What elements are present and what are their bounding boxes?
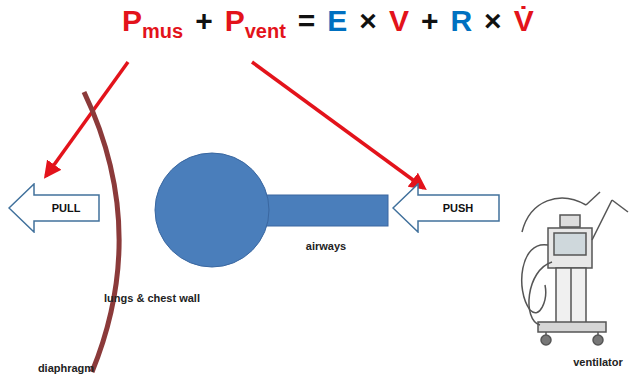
organ-label: lungs & chest wall (104, 292, 200, 304)
ventilator-drawing (522, 192, 628, 345)
arrow-label: PULL (34, 202, 98, 214)
symbol: P (225, 4, 245, 38)
organ-label: diaphragm (38, 362, 94, 374)
operator: + (195, 4, 213, 38)
subscript: vent (245, 20, 286, 43)
equation: Pmus+Pvent=E×V+R×V̇ (122, 4, 534, 38)
operator: × (359, 4, 377, 38)
arrow-outline (393, 184, 499, 232)
airway-label: airways (306, 240, 346, 252)
pointer-arrow (252, 62, 424, 188)
symbol: V (389, 4, 409, 38)
symbol: R (450, 4, 472, 38)
push-arrow: PUSH (392, 183, 500, 233)
pull-arrow: PULL (8, 183, 100, 233)
operator: = (298, 4, 316, 38)
lungs-circle (155, 153, 269, 267)
subscript: mus (142, 20, 183, 43)
symbol: V̇ (514, 4, 534, 38)
arrow-label: PUSH (418, 202, 498, 214)
arrow-outline (9, 184, 99, 232)
airway-tube (262, 195, 388, 226)
operator: + (421, 4, 439, 38)
symbol: P (122, 4, 142, 38)
device-label: ventilator (573, 356, 623, 368)
pointer-arrow (46, 62, 128, 176)
operator: × (484, 4, 502, 38)
diaphragm-arc (84, 92, 119, 372)
symbol: E (327, 4, 347, 38)
